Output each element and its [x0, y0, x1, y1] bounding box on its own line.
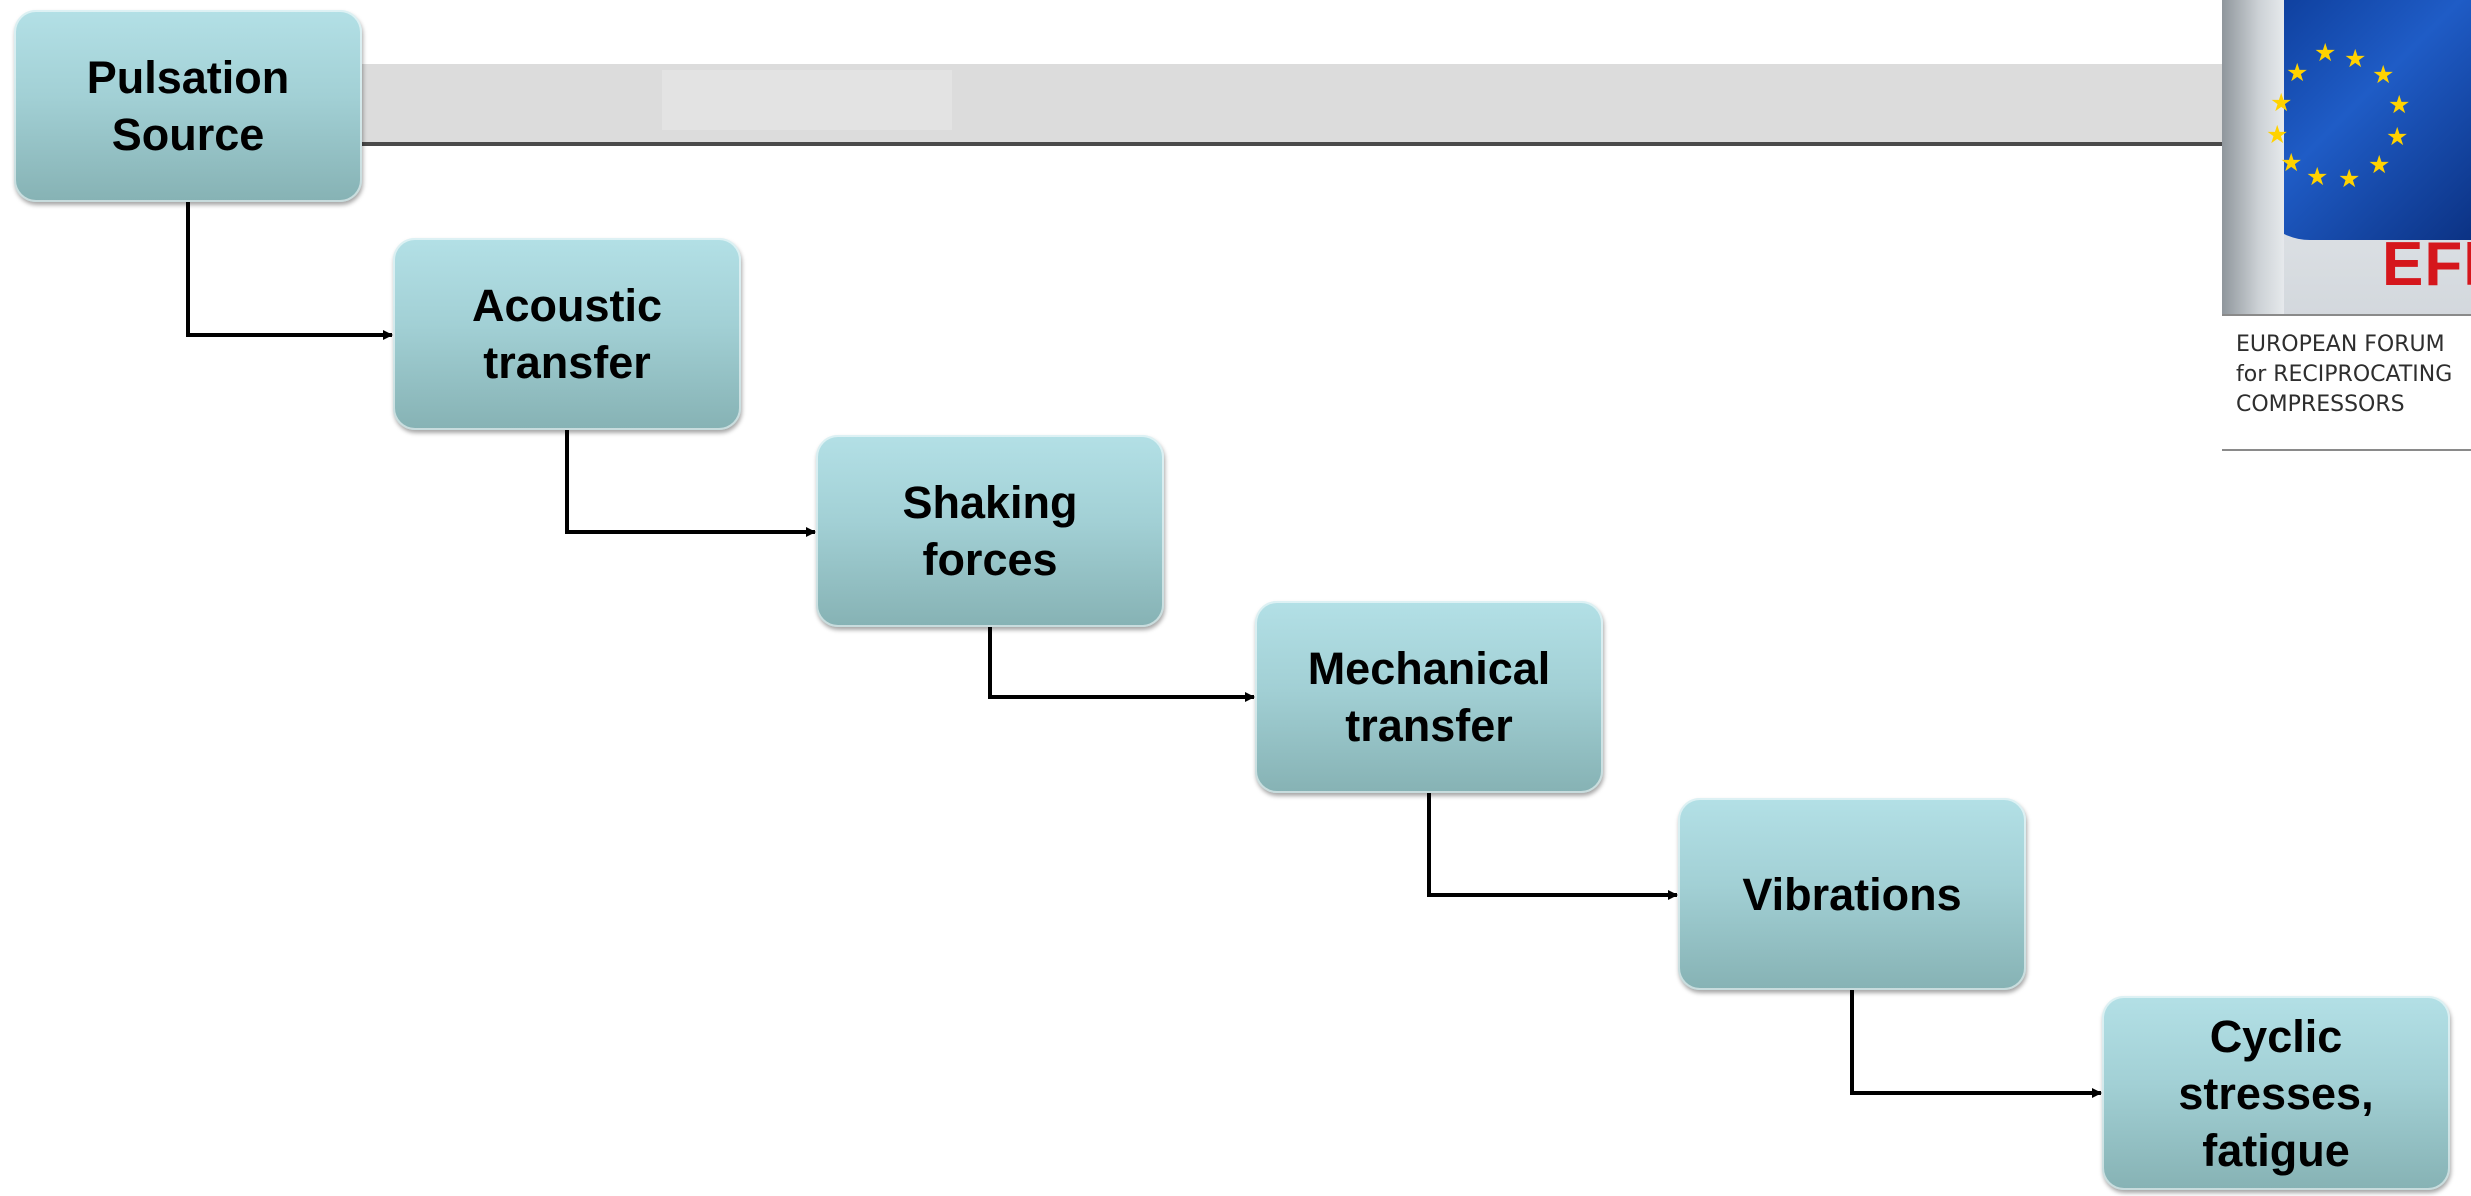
- logo-divider: [2222, 314, 2471, 316]
- step-label: Pulsation Source: [86, 52, 290, 160]
- step-label: Shaking forces: [902, 477, 1078, 585]
- header-band: [362, 64, 2222, 144]
- step-box-cyclic-stresses-fatigue: Cyclic stresses, fatigue: [2102, 996, 2450, 1190]
- efrc-logo: ★ ★ ★ ★ ★ ★ ★ ★ ★ ★ ★ ★ EFRC EUROPEAN FO…: [2222, 0, 2471, 452]
- eu-flag-icon: [2250, 0, 2471, 240]
- star-icon: ★: [2286, 58, 2309, 87]
- connector-acoustic-to-shaking: [565, 430, 816, 537]
- step-label: Vibrations: [1742, 868, 1962, 920]
- star-icon: ★: [2338, 164, 2361, 193]
- logo-bottom-line: [2222, 449, 2471, 451]
- connector-vibrations-to-cyclic: [1850, 990, 2102, 1098]
- header-divider-line: [362, 142, 2222, 146]
- step-label: Mechanical transfer: [1307, 643, 1551, 751]
- star-icon: ★: [2344, 44, 2367, 73]
- star-icon: ★: [2280, 148, 2303, 177]
- step-box-acoustic-transfer: Acoustic transfer: [393, 238, 741, 430]
- compressor-machine-icon: [2222, 0, 2284, 316]
- logo-photo: ★ ★ ★ ★ ★ ★ ★ ★ ★ ★ ★ ★ EFRC: [2222, 0, 2471, 316]
- step-label: Acoustic transfer: [471, 280, 663, 388]
- connector-pulsation-to-acoustic: [186, 202, 393, 340]
- header-band-highlight: [662, 70, 952, 130]
- step-box-shaking-forces: Shaking forces: [816, 435, 1164, 627]
- step-box-vibrations: Vibrations: [1678, 798, 2026, 990]
- star-icon: ★: [2388, 90, 2411, 119]
- star-icon: ★: [2314, 38, 2337, 67]
- star-icon: ★: [2306, 162, 2329, 191]
- star-icon: ★: [2368, 150, 2391, 179]
- connector-mechanical-to-vibrations: [1427, 793, 1678, 900]
- star-icon: ★: [2386, 122, 2409, 151]
- star-icon: ★: [2270, 88, 2293, 117]
- star-icon: ★: [2372, 60, 2395, 89]
- star-icon: ★: [2266, 120, 2289, 149]
- connector-shaking-to-mechanical: [988, 627, 1255, 702]
- step-label: Cyclic stresses, fatigue: [2178, 1010, 2374, 1176]
- step-box-mechanical-transfer: Mechanical transfer: [1255, 601, 1603, 793]
- step-box-pulsation-source: Pulsation Source: [14, 10, 362, 202]
- logo-tagline: EUROPEAN FORUM for RECIPROCATING COMPRES…: [2236, 332, 2453, 417]
- logo-acronym: EFRC: [2382, 230, 2471, 299]
